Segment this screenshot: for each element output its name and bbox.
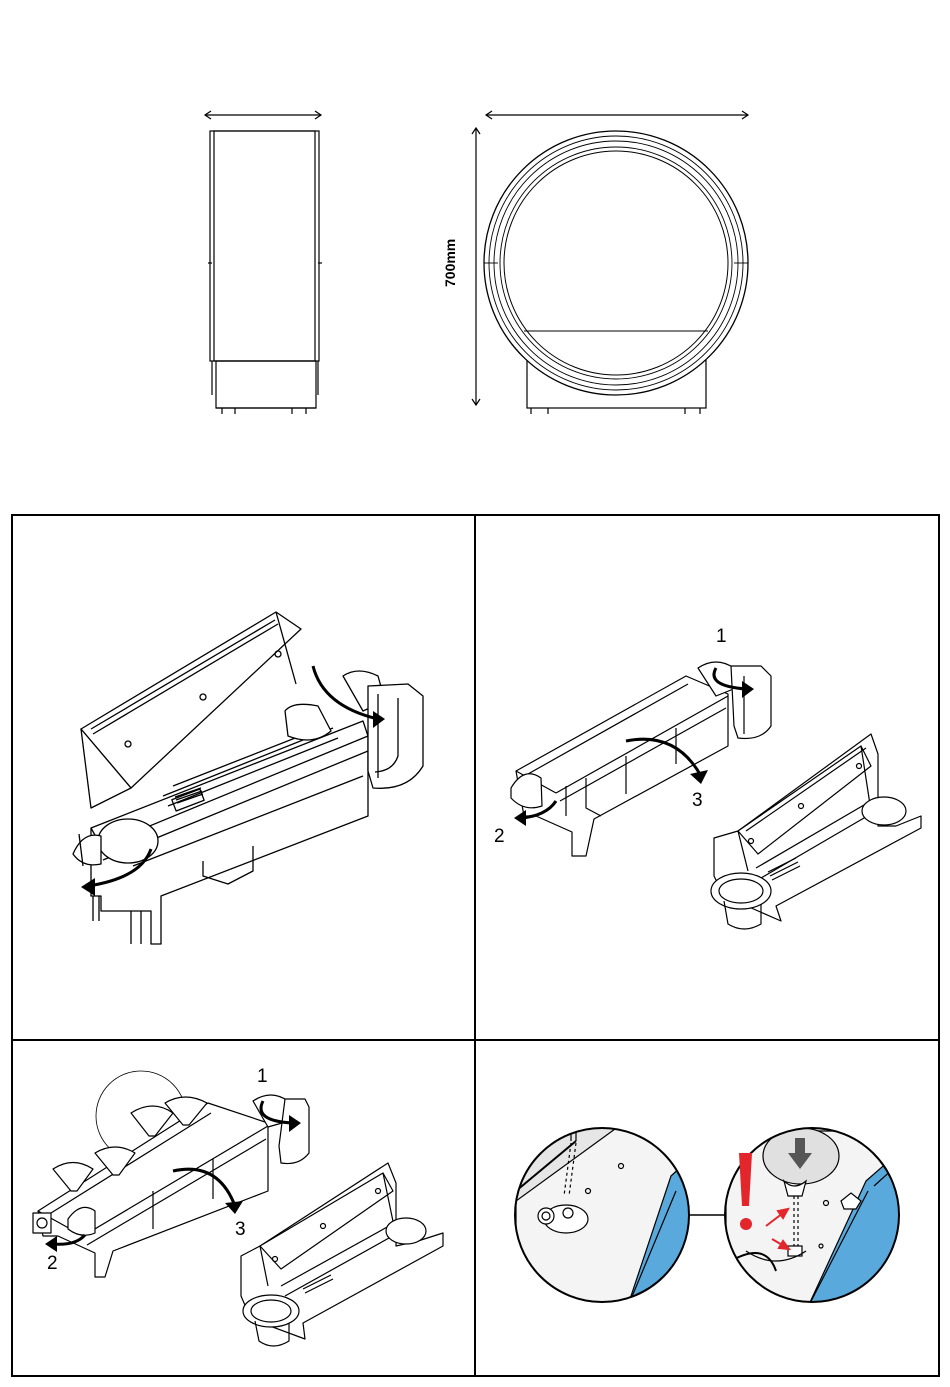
- panel-1-illustration: [13, 516, 474, 1039]
- step-number-3: 3: [692, 790, 703, 811]
- side-view-drawing: [205, 111, 322, 414]
- detail-view-warning: [725, 1121, 906, 1311]
- front-view-drawing: [472, 111, 748, 414]
- arrow-head: [690, 770, 708, 784]
- arrow-head: [45, 1236, 57, 1252]
- step-panel-lift-tank: 1 2 3: [474, 514, 940, 1041]
- panel-4-illustration: [476, 1041, 938, 1375]
- fireplace-base-unit: [73, 612, 423, 944]
- dimension-drawings: 700mm: [0, 0, 950, 500]
- step-number-1: 1: [716, 626, 727, 647]
- detail-view-correct: [515, 1071, 736, 1311]
- step-number-3: 3: [235, 1219, 246, 1240]
- step-panel-detail-views: [474, 1039, 940, 1377]
- water-tank: [511, 662, 771, 856]
- step-number-1: 1: [257, 1066, 268, 1087]
- panel-2-illustration: 1 2 3: [476, 516, 938, 1039]
- fireplace-base-unit: [241, 1163, 443, 1346]
- step-number-2: 2: [494, 826, 505, 847]
- step-panel-remove-tank: [11, 514, 476, 1041]
- arrow-head: [81, 878, 95, 896]
- fireplace-base-unit: [711, 734, 921, 929]
- height-dimension-label: 700mm: [442, 239, 458, 287]
- step-panel-remove-tank-with-funnels: 1 2 3: [11, 1039, 476, 1377]
- arrow-head: [514, 810, 526, 826]
- step-number-2: 2: [47, 1253, 58, 1274]
- panel-3-illustration: 1 2 3: [13, 1041, 474, 1375]
- dimension-drawings-svg: 700mm: [0, 0, 950, 500]
- arrow-head: [225, 1201, 243, 1214]
